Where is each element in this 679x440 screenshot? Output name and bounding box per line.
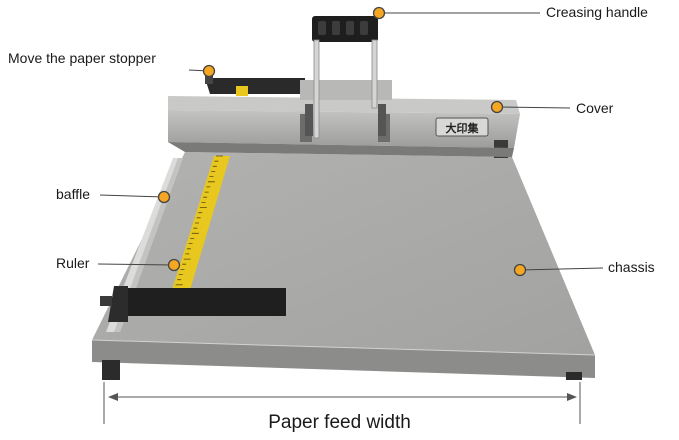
marker-baffle <box>157 190 171 204</box>
label-paper-stopper: Move the paper stopper <box>8 50 156 66</box>
label-cover: Cover <box>576 100 614 116</box>
marker-cover <box>490 100 504 114</box>
creasing-handle <box>305 16 386 139</box>
label-chassis: chassis <box>608 259 655 275</box>
width-dimension <box>103 382 581 424</box>
label-creasing-handle: Creasing handle <box>546 4 648 20</box>
marker-creasing-handle <box>372 6 386 20</box>
marker-chassis <box>513 263 527 277</box>
lower-paper-stopper <box>100 286 286 322</box>
leader-lines <box>97 12 604 271</box>
ruler <box>172 155 230 291</box>
marker-ruler <box>167 258 181 272</box>
label-ruler: Ruler <box>56 255 90 271</box>
brand-badge: 大印集 <box>446 121 480 135</box>
caption-paper-feed-width: Paper feed width <box>268 412 411 433</box>
label-baffle: baffle <box>56 186 90 202</box>
marker-paper-stopper <box>202 64 216 78</box>
upper-paper-stopper <box>205 74 305 96</box>
